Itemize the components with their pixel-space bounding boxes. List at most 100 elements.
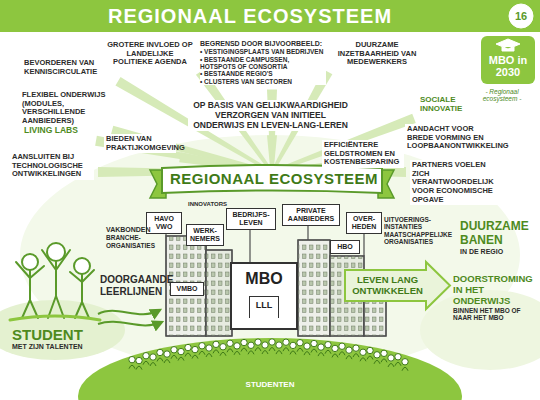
ray-label: DUURZAME INZETBAARHEID VAN MEDEWERKERS [332,40,422,68]
student-head [297,340,303,346]
student-body [213,350,219,354]
sign-board: BEDRIJFS- LEVEN [226,208,276,230]
node-text: PRIVATE AANBIEDERS [286,207,336,223]
label-group: VAKBONDENBRANCHE- ORGANISATIES [106,226,164,249]
ray-label: BEVORDEREN VAN KENNISCIRCULATIE [22,58,114,77]
student-head [325,342,331,348]
student-head [262,342,268,348]
student-head [346,347,352,353]
student-body [297,348,303,352]
ribbon-banner: REGIONAAL ECOSYSTEEM [150,164,394,198]
student-body [255,348,261,352]
student-body [234,351,240,355]
student-body [199,351,205,355]
student-head [227,340,233,346]
student-body [311,349,317,353]
ray-label: GROTERE INVLOED OP LANDELIJKE POLITIEKE … [104,40,196,68]
mbo-building: MBOLLL [230,262,298,330]
student-body [402,367,408,371]
student-head [171,347,177,353]
student-body [171,355,177,359]
student-head [283,339,289,345]
group-text: VAKBONDEN [106,226,164,234]
label-group: UITVOERINGS- INSTANTIESMAATSCHAPPELIJKE … [384,216,454,246]
student-body [178,357,184,361]
student-body [248,351,254,355]
student-head [213,341,219,347]
group-text: • CLUSTERS VAN SECTOREN [200,78,326,85]
student-body [353,354,359,358]
student-head [220,344,226,350]
student-body [150,363,156,367]
group-text: BINNEN HET MBO OF NAAR HET MBO [453,307,535,322]
student-body [339,352,345,356]
student-head [304,343,310,349]
student-body [304,352,310,356]
title-band [0,0,540,32]
node-text: LEVEN LANG ONTWIKKELEN [351,275,424,296]
label: INNOVATORS [188,201,232,208]
group-text: • BESTAANDE REGIO'S [200,70,326,77]
node-text: HBO [334,243,356,251]
sign-board: WERK- NEMERS [186,224,224,246]
student-body [192,355,198,359]
student-head [129,356,135,362]
node-text: MBO [236,270,292,288]
ray-label: BIEDEN VAN PRAKTIJKOMGEVING [104,134,176,153]
ray-label: OP BASIS VAN GELIJKWAARDIGHEID VERZORGEN… [188,100,353,131]
sign-board: VMBO [170,282,204,296]
arrow-shape [345,262,450,309]
ray-label: AANSLUITEN BIJ TECHNOLOGISCHE ONTWIKKELI… [10,152,94,180]
group-text: DOORSTROMING IN HET ONDERWIJS [453,274,535,307]
node-text: BEDRIJFS- LEVEN [230,211,272,227]
student-head [290,342,296,348]
mbo-badge: MBO in 2030 [481,36,535,84]
node-text: 16 [508,3,534,29]
students-figures [10,243,100,320]
group-text: MET ZIJN TALENTEN [12,343,107,351]
student-head [388,355,394,361]
student-head [241,339,247,345]
ray-label: SOCIALE INNOVATIE [418,94,480,114]
page-number: 16 [508,3,534,29]
student-body [388,363,394,367]
student-head [276,342,282,348]
label-group: BEGRENSD DOOR BIJVOORBEELD:• VESTIGINGSP… [200,40,326,85]
circle-shape [509,4,533,28]
student-body [129,365,135,369]
student-head [164,351,170,357]
graduation-cap [496,39,520,51]
group-text: • VESTIGINGSPLAATS VAN BEDRIJVEN [200,48,326,55]
student-head [234,343,240,349]
node-text: VMBO [174,285,200,293]
student-body [262,351,268,355]
student-head [367,347,373,353]
student-head [381,350,387,356]
student-head [374,352,380,358]
group-text: UITVOERINGS- INSTANTIES [384,216,454,231]
label: - Regionaal ecosysteem - [469,88,535,103]
student-head [143,353,149,359]
crowd [129,339,408,371]
student-head [360,349,366,355]
node-text: MBO in 2030 [485,54,531,79]
node-text: REGIONAAL ECOSYSTEEM [170,171,374,188]
student-head [199,343,205,349]
student-head [318,344,324,350]
flow-arrow [98,322,162,326]
sign-board: PRIVATE AANBIEDERS [282,204,340,226]
student-body [290,351,296,355]
group-text: BEGRENSD DOOR BIJVOORBEELD: [200,40,326,48]
student-body [346,356,352,360]
ray-label: PARTNERS VOELEN ZICH VERANTWOORDELIJK VO… [410,160,502,205]
student-body [185,353,191,357]
label: DOORGAANDE LEERLIJNEN [100,274,162,297]
student-head [157,349,163,355]
node-text: OVER- HEDEN [350,215,378,231]
student-head [185,344,191,350]
ray-label: FLEXIBEL ONDERWIJS (MODULES, VERSCHILLEN… [20,90,108,127]
group-text: MAATSCHAPPELIJKE ORGANISATIES [384,231,454,246]
student-head [332,345,338,351]
ray-label: EFFICIËNTERE GELDSTROMEN EN KOSTENBESPAR… [322,140,404,168]
